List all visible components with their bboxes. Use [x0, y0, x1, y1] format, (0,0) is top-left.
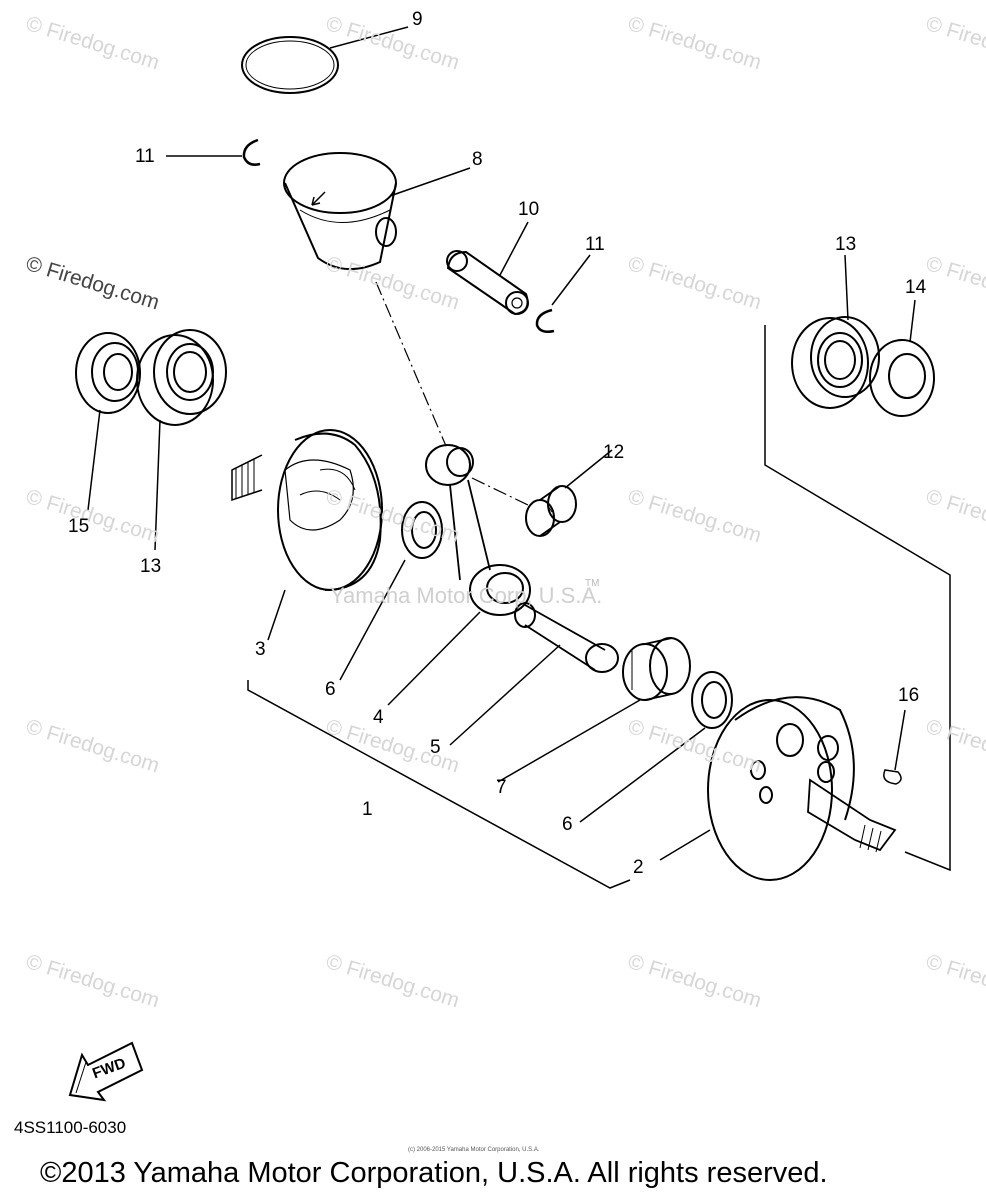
callout-8: 8	[472, 149, 483, 170]
callout-13-left: 13	[140, 556, 162, 577]
callout-1: 1	[362, 799, 373, 820]
fwd-arrow-icon	[68, 1041, 144, 1102]
piston-pin-part	[446, 221, 529, 316]
callout-6-right: 6	[562, 814, 573, 835]
small-end-bearing-part	[525, 449, 613, 537]
callout-11-upper: 11	[135, 146, 155, 167]
callout-9: 9	[412, 9, 423, 30]
callout-5: 5	[430, 737, 441, 758]
callout-3: 3	[255, 639, 266, 660]
connecting-rod-part	[387, 444, 531, 706]
trademark-mark: TM	[585, 578, 600, 589]
crankshaft-left-part	[231, 429, 383, 641]
piston-ring-part	[241, 26, 409, 94]
oil-seal-left-part	[75, 332, 141, 511]
piston-pin-clip-upper	[166, 138, 261, 166]
callout-15: 15	[68, 516, 90, 537]
callout-6-left: 6	[325, 679, 336, 700]
callout-4: 4	[373, 707, 384, 728]
callout-13-right: 13	[835, 234, 857, 255]
part-code: 4SS1100-6030	[14, 1118, 127, 1137]
callout-12: 12	[603, 442, 625, 463]
bearing-right-part	[791, 254, 880, 409]
thrust-washer-right-part	[579, 671, 733, 823]
piston-part	[283, 152, 471, 447]
center-watermark: Yamaha Motor Corp, U.S.A.	[330, 583, 603, 608]
copyright-notice: ©2013 Yamaha Motor Corporation, U.S.A. A…	[40, 1157, 828, 1189]
crankshaft-right-part	[659, 696, 897, 881]
thrust-washer-left-part	[339, 501, 443, 681]
callout-10: 10	[518, 199, 540, 220]
callout-11-right: 11	[585, 234, 605, 255]
big-end-bearing-part	[497, 637, 691, 783]
callout-7: 7	[496, 777, 507, 798]
piston-pin-clip-right	[535, 254, 591, 333]
tiny-copyright: (c) 2006-2015 Yamaha Motor Corporation, …	[408, 1147, 540, 1153]
woodruff-key-part	[883, 709, 906, 785]
bearing-left-part	[136, 329, 227, 551]
callout-2: 2	[633, 857, 644, 878]
callout-16: 16	[898, 685, 920, 706]
crank-pin-part	[449, 602, 619, 746]
assembly-bracket-lines	[247, 325, 951, 889]
oil-seal-right-part	[869, 299, 935, 417]
callout-14: 14	[905, 277, 927, 298]
